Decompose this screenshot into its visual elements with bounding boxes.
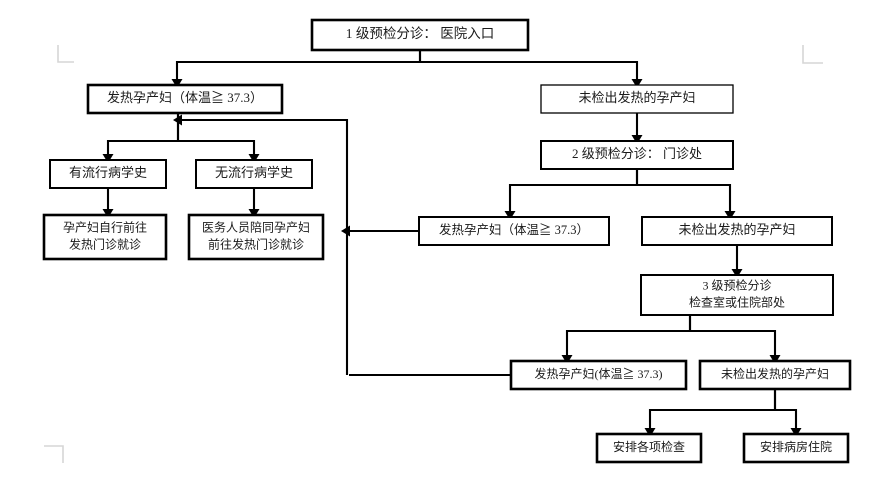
no-epidemiological-history-label-line-1: 无流行病学史 xyxy=(215,165,293,180)
edge-level1-to-fever-arrowhead xyxy=(171,79,183,88)
edge-fever-to-epi-split-left-arrowhead xyxy=(102,154,114,163)
edge-fever2-to-spine-arrowhead xyxy=(341,225,350,237)
fever-maternal-level1-box xyxy=(86,83,284,115)
edge-level1-to-nofever-arrowhead xyxy=(631,79,643,88)
level3-triage-label-line-1: 3 级预检分诊 xyxy=(702,277,771,292)
no-fever-maternal-level3-box xyxy=(698,359,852,391)
level1-triage-label-line-1: 1 级预检分诊： 医院入口 xyxy=(346,26,495,41)
edge-level2-split-left xyxy=(508,169,639,212)
staff-escort-fever-clinic-label-line-1: 医务人员陪同孕产妇 xyxy=(202,219,310,234)
has-epidemiological-history-box xyxy=(49,159,167,189)
fever-maternal-level3-label-line-1: 发热孕产妇(体温≧ 37.3) xyxy=(535,366,663,381)
edge-nofever3-split-right xyxy=(773,389,798,429)
edge-level3-split-right-arrowhead xyxy=(769,355,781,364)
level1-triage-box xyxy=(310,18,530,52)
fever-maternal-level2-label-line-1: 发热孕产妇（体温≧ 37.3） xyxy=(439,222,589,237)
no-fever-maternal-level1-label-line-1: 未检出发热的孕产妇 xyxy=(578,90,695,105)
self-go-fever-clinic-label-line-2: 发热门诊就诊 xyxy=(69,236,141,251)
flow-node-no-fever-maternal-level1[interactable]: 未检出发热的孕产妇 xyxy=(540,84,734,114)
fever-maternal-level1-label-line-1: 发热孕产妇（体温≧ 37.3） xyxy=(107,90,263,105)
arrange-ward-admission-label-line-1: 安排病房住院 xyxy=(760,439,832,454)
arrange-examinations-label-line-1: 安排各项检查 xyxy=(613,439,685,454)
fever-maternal-level2-box xyxy=(418,216,610,246)
self-go-fever-clinic-box xyxy=(42,213,168,261)
edge-fever-to-epi-split-right-arrowhead xyxy=(248,154,260,163)
flow-connectors xyxy=(102,50,802,437)
edge-nofever3-split-left-arrowhead xyxy=(644,428,656,437)
edge-level2-split-right-arrowhead xyxy=(724,211,736,220)
corner-mark-top-left xyxy=(57,45,74,63)
flow-node-arrange-ward-admission[interactable]: 安排病房住院 xyxy=(742,432,850,464)
level3-triage-box xyxy=(640,274,834,316)
flow-node-no-epidemiological-history[interactable]: 无流行病学史 xyxy=(195,159,313,189)
staff-escort-fever-clinic-label-line-2: 前往发热门诊就诊 xyxy=(208,236,304,251)
edge-nofever3-split-left xyxy=(648,389,777,429)
edge-nofever2-to-level3-arrowhead xyxy=(731,269,743,278)
no-epidemiological-history-box xyxy=(195,159,313,189)
flow-node-has-epidemiological-history[interactable]: 有流行病学史 xyxy=(49,159,167,189)
no-fever-maternal-level3-label-line-1: 未检出发热的孕产妇 xyxy=(721,366,829,381)
flow-node-no-fever-maternal-level3[interactable]: 未检出发热的孕产妇 xyxy=(698,359,852,391)
flow-node-fever-maternal-level2[interactable]: 发热孕产妇（体温≧ 37.3） xyxy=(418,216,610,246)
edge-fever-to-epi-split-left xyxy=(106,113,180,155)
edge-level2-split-right xyxy=(635,169,732,212)
edge-spine-to-fever1 xyxy=(181,118,349,375)
flow-node-fever-maternal-level1[interactable]: 发热孕产妇（体温≧ 37.3） xyxy=(86,83,284,115)
self-go-fever-clinic-label-line-1: 孕产妇自行前往 xyxy=(63,219,147,234)
edge-level1-to-fever xyxy=(175,50,422,80)
arrange-examinations-box xyxy=(595,432,703,464)
level2-triage-box xyxy=(540,140,734,170)
edge-nofever1-to-level2-arrowhead xyxy=(631,135,643,144)
edge-level1-to-nofever xyxy=(418,50,639,80)
edge-nofever3-split-right-arrowhead xyxy=(790,428,802,437)
no-fever-maternal-level2-box xyxy=(641,216,833,246)
no-fever-maternal-level1-box xyxy=(540,84,734,114)
flow-node-level1-triage[interactable]: 1 级预检分诊： 医院入口 xyxy=(310,18,530,52)
level2-triage-label-line-1: 2 级预检分诊： 门诊处 xyxy=(572,146,702,161)
edge-fever-to-epi-split-right xyxy=(176,113,256,155)
staff-escort-fever-clinic-box xyxy=(187,213,325,261)
flow-node-fever-maternal-level3[interactable]: 发热孕产妇(体温≧ 37.3) xyxy=(509,359,688,391)
has-epidemiological-history-label-line-1: 有流行病学史 xyxy=(69,165,147,180)
edge-has-epi-to-self-arrowhead xyxy=(102,209,114,218)
edge-level2-split-left-arrowhead xyxy=(504,211,516,220)
edge-no-epi-to-staff-arrowhead xyxy=(248,209,260,218)
edge-level3-split-left-arrowhead xyxy=(561,355,573,364)
corner-mark-top-right xyxy=(802,45,823,64)
edge-spine-to-fever1-arrowhead xyxy=(173,114,182,126)
arrange-ward-admission-box xyxy=(742,432,850,464)
no-fever-maternal-level2-label-line-1: 未检出发热的孕产妇 xyxy=(678,222,795,237)
edge-level3-split-left xyxy=(565,315,692,356)
corner-mark-bottom-left xyxy=(44,445,64,463)
flow-node-level2-triage[interactable]: 2 级预检分诊： 门诊处 xyxy=(540,140,734,170)
fever-maternal-level3-box xyxy=(509,359,688,391)
flow-node-arrange-examinations[interactable]: 安排各项检查 xyxy=(595,432,703,464)
level3-triage-label-line-2: 检查室或住院部处 xyxy=(689,294,785,309)
edge-level3-split-right xyxy=(688,315,777,356)
flow-node-no-fever-maternal-level2[interactable]: 未检出发热的孕产妇 xyxy=(641,216,833,246)
